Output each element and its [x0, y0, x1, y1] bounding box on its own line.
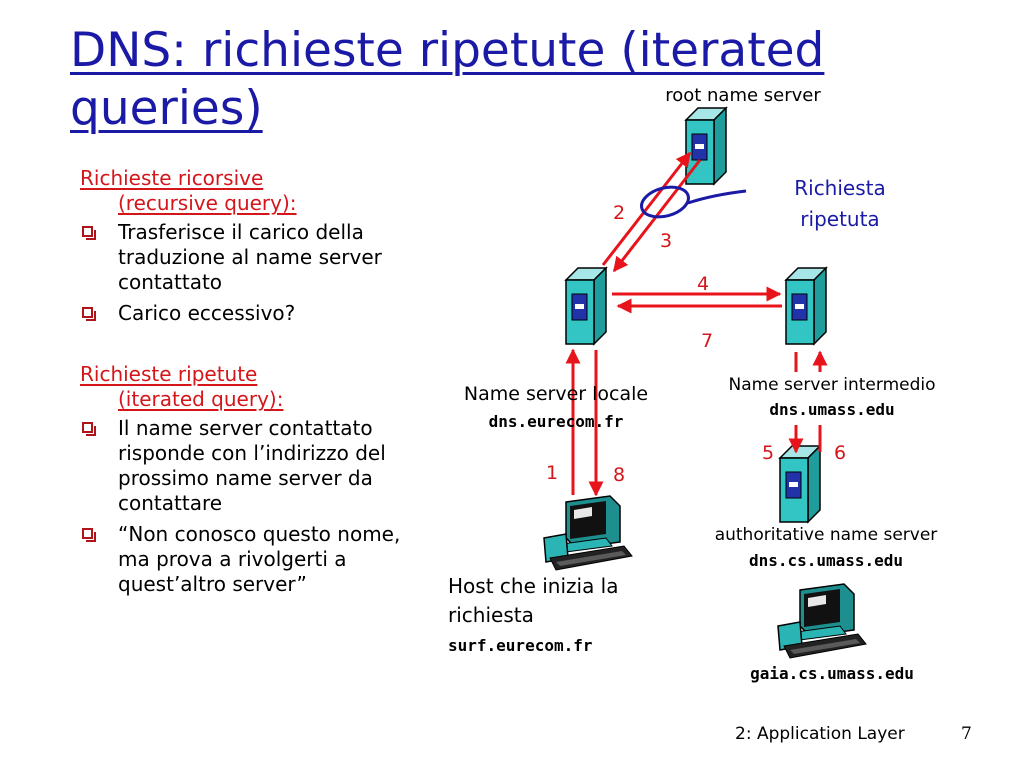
root-server-label: root name server	[665, 85, 821, 106]
requesting-host-computer-icon	[543, 495, 633, 571]
iterated-heading-line1: Richieste ripetute	[80, 362, 258, 386]
iterated-query-heading: Richieste ripetute (iterated query):	[80, 362, 420, 412]
step-number-6: 6	[834, 442, 846, 464]
authoritative-server-label: authoritative name server	[715, 525, 938, 545]
destination-host-computer-icon	[777, 583, 867, 659]
local-server-icon	[565, 267, 607, 345]
recursive-heading-line1: Richieste ricorsive	[80, 166, 264, 190]
bullet-item: Trasferisce il carico della traduzione a…	[80, 220, 420, 295]
step-number-5: 5	[762, 442, 774, 464]
authoritative-server-host: dns.cs.umass.edu	[749, 551, 903, 570]
intermediate-server-icon	[785, 267, 827, 345]
authoritative-server-icon	[779, 445, 821, 523]
step-number-1: 1	[546, 462, 558, 484]
bullet-text: Trasferisce il carico della traduzione a…	[118, 220, 382, 294]
step-number-7: 7	[701, 330, 713, 352]
step-number-3: 3	[660, 230, 672, 252]
requesting-host-line2: richiesta	[448, 603, 534, 627]
iterated-heading-line2: (iterated query):	[118, 387, 284, 411]
step-number-8: 8	[613, 464, 625, 486]
step-number-4: 4	[697, 273, 709, 295]
footer-label: 2: Application Layer	[735, 724, 905, 744]
checkbox-bullet-icon	[82, 528, 96, 542]
iterated-request-ellipse	[640, 185, 690, 219]
requesting-host-line1: Host che inizia la	[448, 574, 619, 598]
recursive-query-section: Richieste ricorsive (recursive query): T…	[80, 166, 420, 332]
checkbox-bullet-icon	[82, 226, 96, 240]
annotation-line2: ripetuta	[800, 207, 879, 231]
destination-host-name: gaia.cs.umass.edu	[750, 664, 914, 683]
intermediate-server-label: Name server intermedio	[728, 375, 935, 395]
bullet-item: Carico eccessivo?	[80, 301, 420, 326]
step-2-arrow	[601, 151, 692, 266]
step-number-2: 2	[613, 202, 625, 224]
recursive-heading-line2: (recursive query):	[118, 191, 297, 215]
annotation-pointer-line	[687, 189, 747, 205]
local-server-host: dns.eurecom.fr	[489, 412, 624, 431]
bullet-text: Il name server contattato risponde con l…	[118, 416, 386, 515]
bullet-item: “Non conosco questo nome, ma prova a riv…	[80, 522, 420, 597]
bullet-text: “Non conosco questo nome, ma prova a riv…	[118, 522, 401, 596]
bullet-item: Il name server contattato risponde con l…	[80, 416, 420, 516]
annotation-line1: Richiesta	[794, 176, 886, 200]
recursive-query-heading: Richieste ricorsive (recursive query):	[80, 166, 420, 216]
slide-title: DNS: richieste ripetute (iterated querie…	[70, 23, 825, 136]
requesting-host-name: surf.eurecom.fr	[448, 636, 593, 655]
bullet-text: Carico eccessivo?	[118, 301, 296, 325]
checkbox-bullet-icon	[82, 422, 96, 436]
local-server-label: Name server locale	[464, 383, 648, 405]
iterated-query-section: Richieste ripetute (iterated query): Il …	[80, 362, 420, 603]
page-number: 7	[961, 724, 972, 744]
checkbox-bullet-icon	[82, 307, 96, 321]
intermediate-server-host: dns.umass.edu	[769, 400, 894, 419]
